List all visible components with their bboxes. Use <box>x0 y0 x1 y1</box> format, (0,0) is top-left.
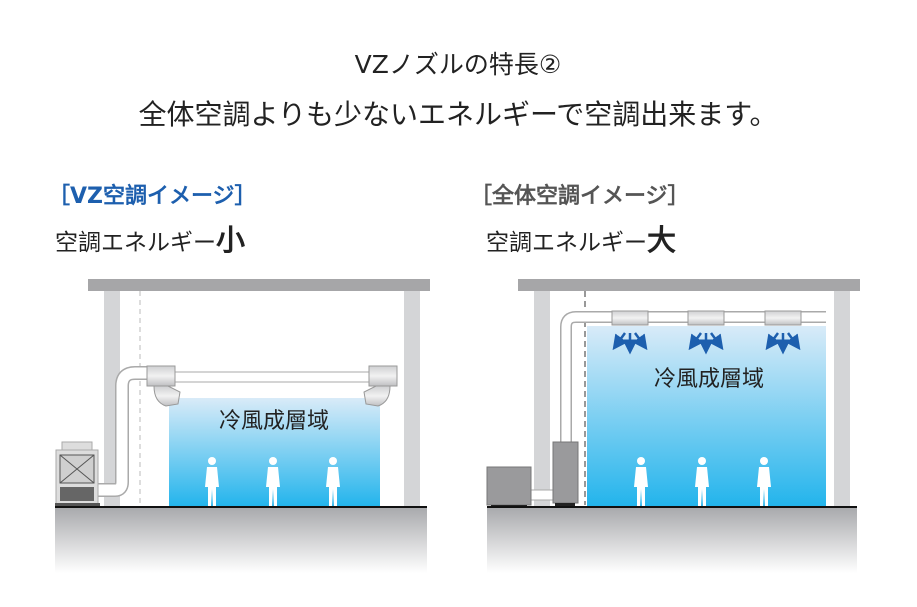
ceiling-unit <box>764 310 802 326</box>
airflow-arrows <box>612 332 801 355</box>
title-line1: VZノズルの特長② <box>355 50 562 79</box>
outdoor-unit <box>486 466 532 506</box>
nozzle <box>153 385 181 407</box>
title-line2: 全体空調よりも少ないエネルギーで空調出来ます。 <box>139 98 778 131</box>
vz-zone-label: 冷風成層域 <box>219 409 329 434</box>
full-heading: ［全体空調イメージ］ <box>470 183 690 209</box>
vz-heading: ［VZ空調イメージ］ <box>48 183 257 209</box>
ground <box>55 508 427 573</box>
pillar <box>534 291 550 507</box>
full-energy-label: 空調エネルギー大 <box>486 223 676 257</box>
duct <box>171 371 373 383</box>
outdoor-unit <box>55 441 100 507</box>
vz-energy-label: 空調エネルギー小 <box>55 223 245 257</box>
roof <box>518 279 860 291</box>
ceiling-unit <box>687 310 725 326</box>
full-zone-label: 冷風成層域 <box>654 367 764 392</box>
vz-nozzle-unit <box>146 365 176 387</box>
duct <box>561 312 826 444</box>
ground <box>487 508 857 573</box>
duct <box>96 367 150 496</box>
roof <box>88 279 430 291</box>
pillar <box>404 291 420 507</box>
vz-nozzle-unit <box>368 365 398 387</box>
indoor-unit <box>552 441 579 504</box>
full-ac-panel: ［全体空調イメージ］ 空調エネルギー大 冷風成層域 <box>470 183 860 573</box>
nozzle <box>363 385 391 407</box>
ceiling-unit <box>611 310 649 326</box>
duct <box>529 489 555 501</box>
pillar <box>834 291 850 507</box>
vz-panel: ［VZ空調イメージ］ 空調エネルギー小 冷風成層域 <box>48 183 430 573</box>
